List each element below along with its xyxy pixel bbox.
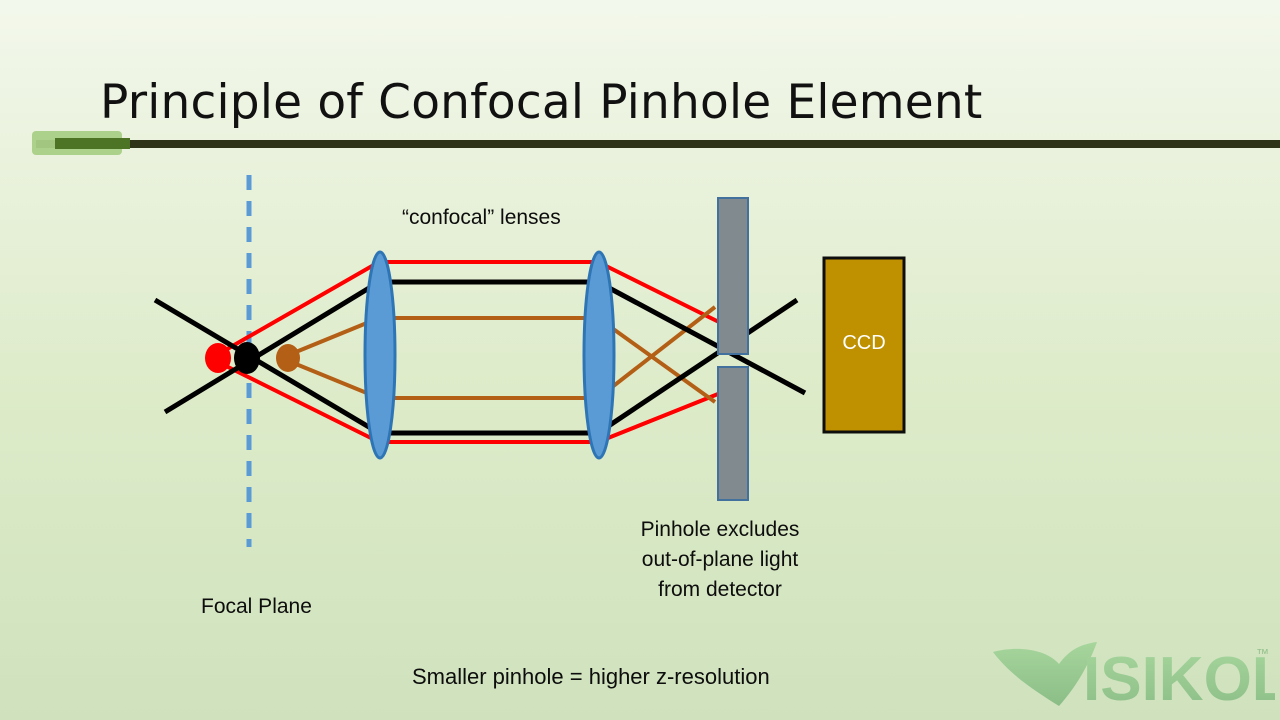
trademark-symbol: ™ (1256, 646, 1269, 661)
pinhole-description-label: Pinhole excludes out-of-plane light from… (640, 518, 800, 601)
ray-bundle-black-collimated (379, 279, 598, 436)
title-divider (36, 140, 1280, 148)
pinhole-plate-upper (717, 197, 749, 355)
slide-caption: Smaller pinhole = higher z-resolution (412, 664, 770, 689)
ray-bundle-black-source (153, 279, 381, 436)
title-accent-inner-block (55, 138, 130, 149)
ray-bundle-black-focused (596, 279, 807, 436)
page-title: Principle of Confocal Pinhole Element (100, 75, 983, 130)
pinhole-plate-lower (717, 366, 749, 501)
ccd-detector (822, 256, 906, 434)
point-source-red (205, 343, 231, 373)
visikol-logo: ISIKOL ™ (985, 638, 1280, 716)
ccd-detector-label: CCD (842, 332, 886, 354)
leaf-mark-icon (993, 642, 1097, 706)
confocal-lens-2 (582, 250, 616, 460)
ray-bundle-brown (290, 305, 717, 404)
confocal-lens-1 (363, 250, 397, 460)
point-source-brown (276, 344, 300, 372)
confocal-lenses-label: “confocal” lenses (402, 206, 561, 229)
logo-wordmark: ISIKOL (1083, 645, 1275, 714)
focal-plane-label: Focal Plane (201, 595, 312, 618)
point-source-black (234, 342, 260, 374)
